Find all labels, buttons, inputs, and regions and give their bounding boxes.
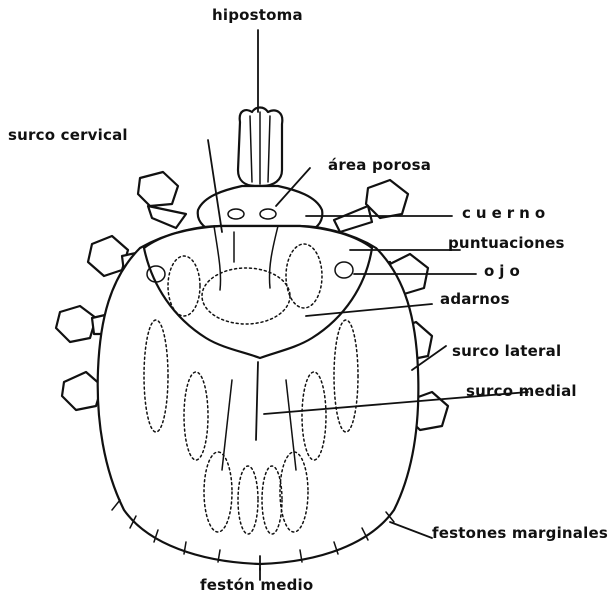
label-hipostoma: hipostoma [212, 8, 303, 23]
label-festones-marginales: festones marginales [432, 526, 608, 541]
label-cuerno: cuerno [462, 206, 550, 221]
label-feston-medio: festón medio [200, 578, 313, 593]
label-puntuaciones: puntuaciones [448, 236, 565, 251]
label-surco-medial: surco medial [466, 384, 577, 399]
label-surco-lateral: surco lateral [452, 344, 561, 359]
label-surco-cervical: surco cervical [8, 128, 128, 143]
label-adornos: adarnos [440, 292, 510, 307]
label-ojo: ojo [484, 264, 525, 279]
capitulum [198, 108, 323, 233]
label-area-porosa: área porosa [328, 158, 431, 173]
